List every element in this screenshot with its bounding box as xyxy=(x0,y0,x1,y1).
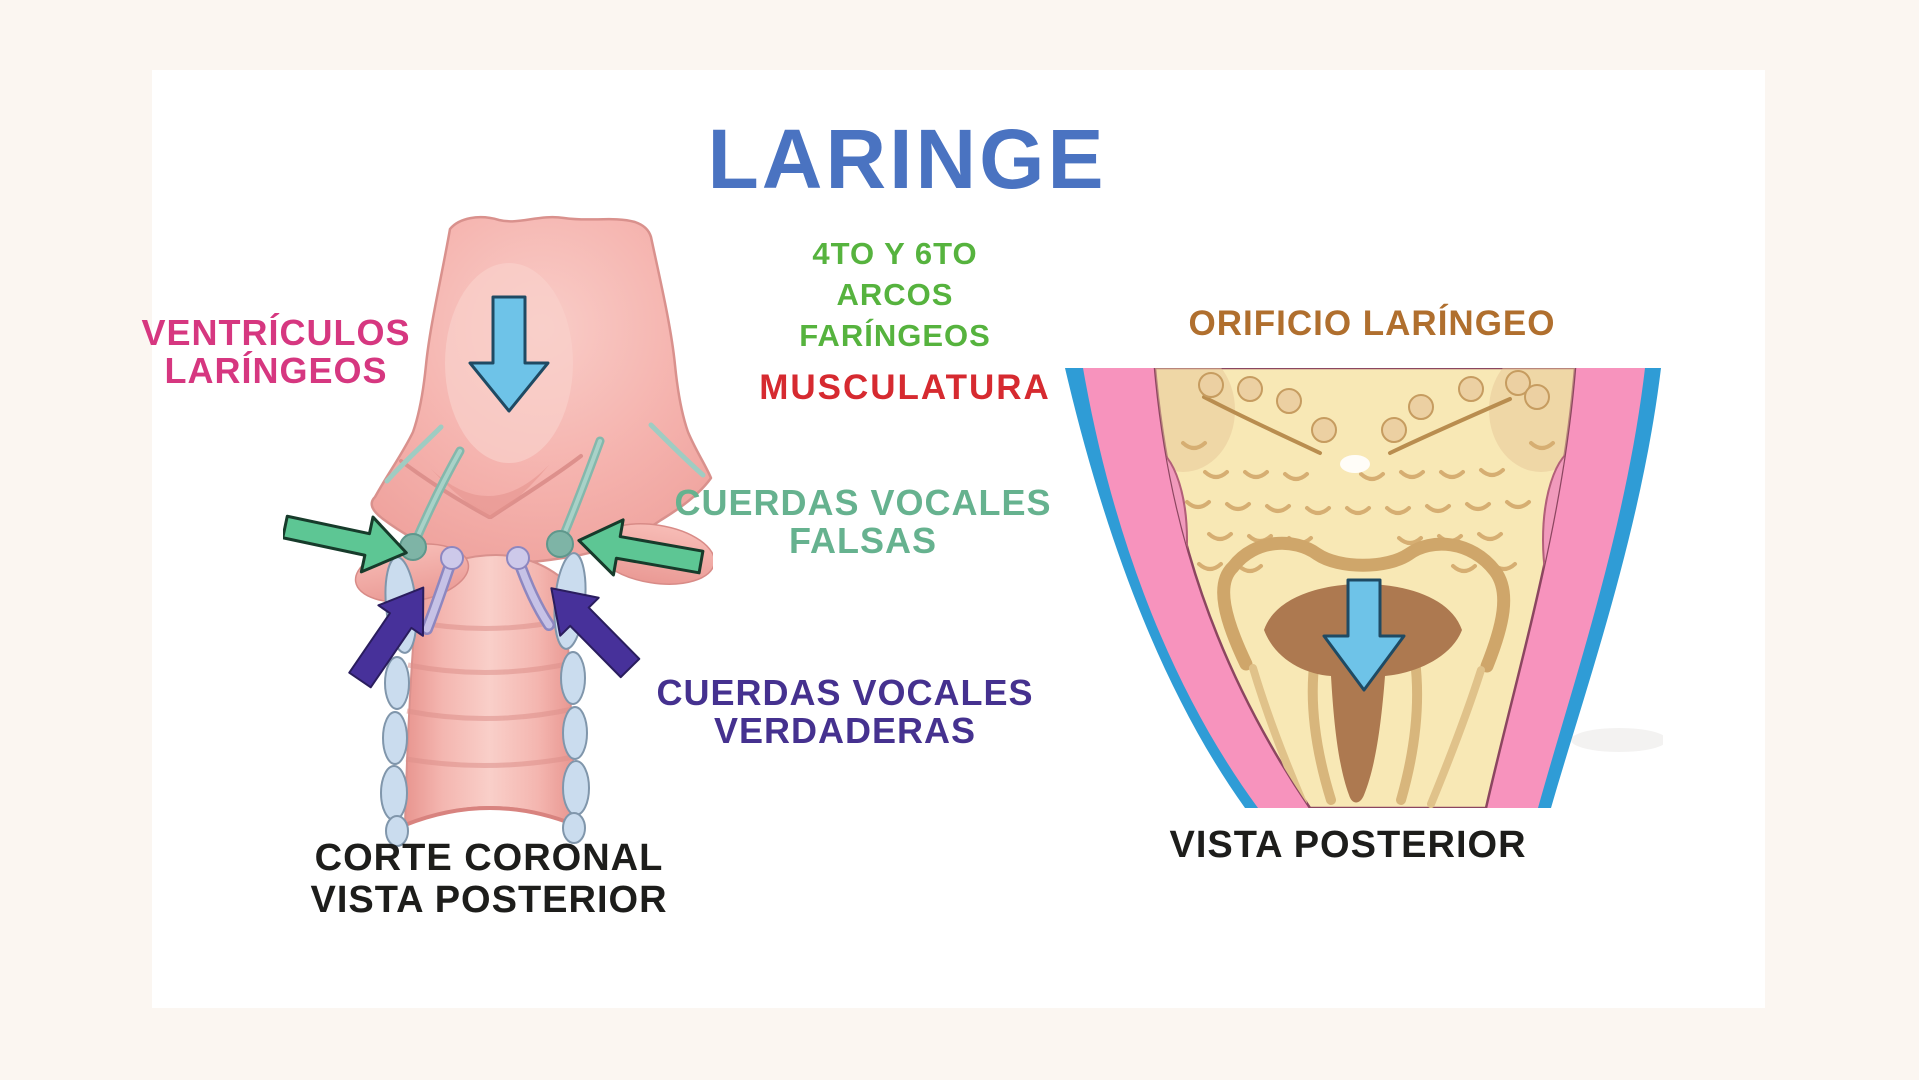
label-falsas-line2: FALSAS xyxy=(788,520,938,562)
aryepiglottic-fold-right xyxy=(648,422,706,478)
sulcus-right xyxy=(1388,397,1512,455)
caption-corte-line1: CORTE CORONAL xyxy=(314,837,664,879)
green-arrow-left-icon xyxy=(283,514,408,574)
false-vocal-cords xyxy=(399,436,605,561)
caption-corte-line2: VISTA POSTERIOR xyxy=(310,878,668,921)
filiform-papillae xyxy=(1181,441,1555,573)
blue-down-arrow-icon xyxy=(468,295,550,413)
laryngeal-orifice-opening xyxy=(1264,584,1462,803)
label-musculatura: MUSCULATURA xyxy=(759,368,1051,407)
larynx-coronal-illustration xyxy=(283,215,713,847)
circumvallate-papillae xyxy=(1198,370,1550,443)
true-vocal-cords xyxy=(421,546,555,635)
purple-arrow-left-icon xyxy=(348,586,425,689)
soft-shadow xyxy=(1571,728,1663,752)
label-cuerdas-vocales-falsas: CUERDAS VOCALES FALSAS xyxy=(674,482,1052,562)
sulcus-left xyxy=(1202,395,1322,455)
caption-vista-posterior-right: VISTA POSTERIOR xyxy=(1169,824,1527,866)
page-title: LARINGE xyxy=(707,112,1107,206)
label-falsas-line1: CUERDAS VOCALES xyxy=(674,482,1052,523)
label-orificio-laringeo: ORIFICIO LARÍNGEO xyxy=(1188,304,1556,343)
label-arcos-line1: 4TO Y 6TO xyxy=(812,236,978,271)
blue-down-arrow-icon xyxy=(1322,578,1406,692)
label-arcos-line2: ARCOS xyxy=(836,276,954,312)
green-arrow-right-icon xyxy=(577,518,705,577)
caption-corte-coronal: CORTE CORONAL VISTA POSTERIOR xyxy=(310,837,668,922)
label-verdaderas-line1: CUERDAS VOCALES xyxy=(656,672,1034,713)
label-arcos-faringeos: 4TO Y 6TO ARCOS FARÍNGEOS xyxy=(799,234,991,357)
label-ventriculos-line1: VENTRÍCULOS xyxy=(141,312,411,353)
laryngeal-funnel xyxy=(370,215,713,565)
label-ventriculos-line2: LARÍNGEOS xyxy=(164,350,388,392)
foramen-cecum xyxy=(1340,455,1370,473)
label-ventriculos-laringeos: VENTRÍCULOS LARÍNGEOS xyxy=(141,312,411,392)
aryepiglottic-fold-left xyxy=(384,424,444,484)
label-cuerdas-vocales-verdaderas: CUERDAS VOCALES VERDADERAS xyxy=(656,672,1034,752)
laryngeal-orifice-illustration xyxy=(1065,368,1663,808)
label-verdaderas-line2: VERDADERAS xyxy=(713,710,977,752)
purple-arrow-right-icon xyxy=(550,587,641,679)
label-arcos-line3: FARÍNGEOS xyxy=(799,317,991,353)
epiglottis-rim xyxy=(1217,536,1511,673)
